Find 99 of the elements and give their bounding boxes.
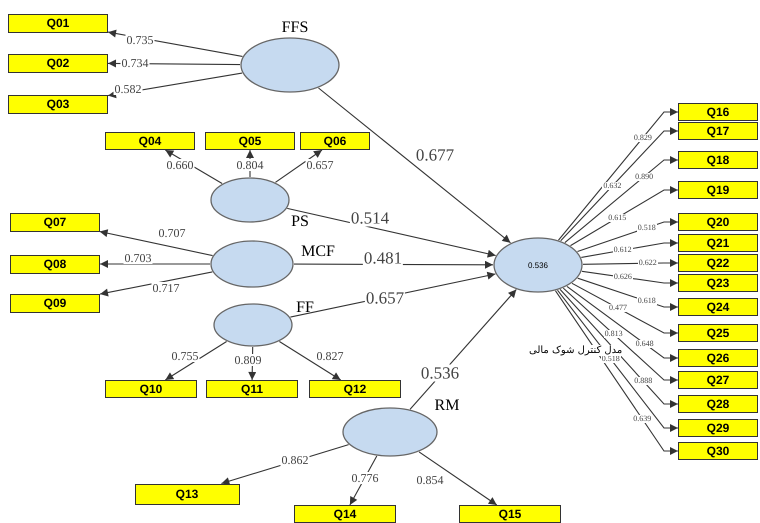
arrow <box>572 282 678 337</box>
indicator-box: Q29 <box>678 419 758 437</box>
edge-label: 0.632 <box>602 182 622 190</box>
indicator-box: Q15 <box>459 505 561 523</box>
edge-label: 0.477 <box>608 304 628 312</box>
edge-label: 0.639 <box>632 414 652 423</box>
edge-label: 0.854 <box>416 474 444 486</box>
edge-label: 0.612 <box>612 246 633 254</box>
indicator-box: Q21 <box>678 234 758 252</box>
indicator-box: Q26 <box>678 349 758 367</box>
indicator-box: Q02 <box>8 54 108 72</box>
arrow <box>578 278 678 311</box>
edge-label: 0.657 <box>364 290 406 306</box>
edge-label: 0.518 <box>636 224 657 232</box>
construct-ellipse <box>210 177 290 223</box>
edge-label: 0.703 <box>124 252 152 264</box>
construct-ellipse: 0.536 <box>493 237 583 293</box>
indicator-box: Q24 <box>678 298 758 316</box>
arrow <box>100 271 212 296</box>
edge-label: 0.862 <box>280 454 310 466</box>
arrow <box>275 150 322 183</box>
edge-label: 0.734 <box>120 57 150 69</box>
indicator-box: Q23 <box>678 274 758 292</box>
construct-name: PS <box>291 214 309 230</box>
arrow <box>318 88 511 244</box>
indicator-box: Q20 <box>678 213 758 231</box>
construct-name: FFS <box>282 20 308 36</box>
arrow <box>100 260 210 268</box>
arrow <box>583 259 678 267</box>
indicator-box: Q19 <box>678 181 758 199</box>
edge-label: 0.481 <box>362 250 404 266</box>
caption-text: مدل کنترل شوک مالی <box>528 345 624 356</box>
indicator-box: Q17 <box>678 122 758 140</box>
edge-label: 0.735 <box>126 34 154 46</box>
arrow <box>287 208 496 258</box>
indicator-box: Q03 <box>8 94 108 114</box>
edge-label: 0.890 <box>634 172 654 180</box>
arrow <box>557 290 678 432</box>
construct-ellipse <box>240 37 340 93</box>
arrow <box>566 286 678 362</box>
arrow <box>279 341 341 380</box>
edge-label: 0.827 <box>316 350 344 362</box>
indicator-box: Q01 <box>8 14 108 32</box>
indicator-box: Q22 <box>678 254 758 272</box>
edge-label: 0.809 <box>234 354 262 366</box>
edge-label: 0.776 <box>350 472 380 484</box>
indicator-box: Q08 <box>10 254 100 274</box>
edge-label: 0.660 <box>166 159 194 171</box>
arrow <box>581 239 678 258</box>
arrow <box>560 127 678 242</box>
indicator-box: Q28 <box>678 395 758 413</box>
indicator-box: Q30 <box>678 442 758 460</box>
construct-ellipse <box>210 240 294 288</box>
arrow <box>582 270 678 287</box>
edge-label: 0.618 <box>636 297 657 306</box>
edge-label: 0.829 <box>632 134 653 142</box>
indicator-box: Q07 <box>10 212 100 232</box>
arrow <box>562 288 678 384</box>
construct-name: RM <box>434 398 460 414</box>
edge-label: 0.626 <box>612 273 633 282</box>
arrow <box>558 108 678 240</box>
indicator-box: Q25 <box>678 324 758 342</box>
construct-ellipse <box>213 303 293 347</box>
construct-name: FF <box>296 300 314 316</box>
arrow <box>555 290 678 455</box>
edge-label: 0.514 <box>350 210 390 226</box>
construct-name: MCF <box>301 244 335 260</box>
indicator-box: Q14 <box>294 505 396 523</box>
arrow <box>165 341 227 380</box>
indicator-box: Q11 <box>206 380 298 398</box>
indicator-box: Q09 <box>10 294 100 312</box>
edge-label: 0.648 <box>634 340 655 348</box>
arrow <box>577 218 678 252</box>
edge-label: 0.536 <box>420 364 460 382</box>
indicator-box: Q18 <box>678 151 758 169</box>
edge-label: 0.755 <box>170 350 200 362</box>
indicator-box: Q16 <box>678 103 758 121</box>
edge-label: 0.622 <box>638 259 658 268</box>
edge-label: 0.813 <box>604 330 624 338</box>
edge-label: 0.615 <box>607 214 628 222</box>
edge-label: 0.657 <box>306 159 334 171</box>
edge-label: 0.707 <box>158 227 186 239</box>
arrow <box>560 289 678 408</box>
edge-label: 0.677 <box>414 146 456 164</box>
edge-label: 0.804 <box>236 159 264 171</box>
edge-label: 0.717 <box>152 282 180 294</box>
indicator-box: Q04 <box>105 132 195 150</box>
indicator-box: Q12 <box>309 380 401 398</box>
edge-label: 0.888 <box>633 377 654 386</box>
arrow <box>570 186 678 246</box>
arrow <box>418 451 498 506</box>
indicator-box: Q10 <box>105 380 197 398</box>
indicator-box: Q27 <box>678 371 758 389</box>
edge-label: 0.582 <box>114 83 142 95</box>
arrow <box>99 229 213 256</box>
arrow <box>564 156 678 244</box>
indicator-box: Q13 <box>134 484 240 504</box>
indicator-box: Q06 <box>300 132 370 150</box>
indicator-box: Q05 <box>205 132 295 150</box>
